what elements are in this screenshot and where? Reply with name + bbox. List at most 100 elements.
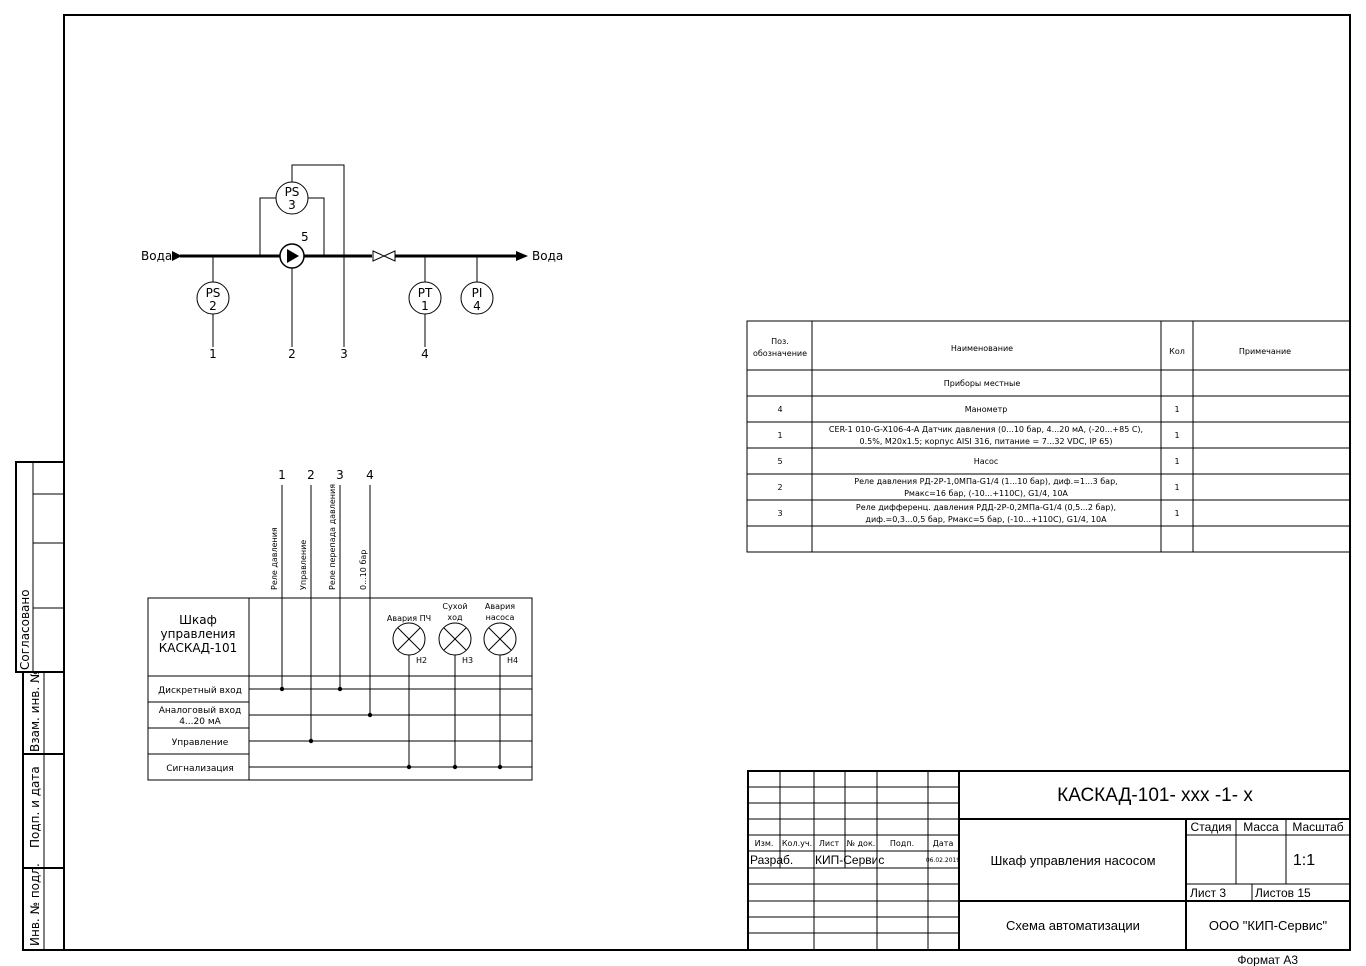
doc-type: Схема автоматизации	[1006, 918, 1140, 933]
row-name-2: 0.5%, M20x1.5; корпус AISI 316, питание …	[860, 437, 1113, 446]
junction-dot	[279, 686, 285, 692]
stage-label: Стадия	[1191, 820, 1232, 834]
developer-date: 06.02.2019	[926, 857, 961, 864]
doc-designation: КАСКАД-101- xxx -1- x	[1057, 785, 1253, 806]
section-local-instruments: Приборы местные	[944, 379, 1021, 388]
ps3-impulse-left	[259, 197, 276, 256]
title-block-border	[747, 770, 1351, 951]
bus-number-4: 4	[366, 468, 374, 482]
col-date: Дата	[933, 839, 954, 848]
signal-label-2: Управление	[299, 540, 308, 590]
instrument-pi4	[460, 281, 494, 315]
header-pos-2: обозначение	[753, 349, 807, 358]
row-name: CER-1 010-G-X106-4-A Датчик давления (0.…	[829, 425, 1143, 434]
company-name: ООО "КИП-Сервис"	[1209, 918, 1328, 933]
lamp-h4-tag: H4	[507, 656, 518, 665]
row-pos: 1	[777, 431, 782, 440]
developer-name: КИП-Сервис	[815, 853, 884, 867]
junction-dot	[337, 686, 343, 692]
line-number-3: 3	[340, 347, 348, 361]
row-qty: 1	[1174, 405, 1179, 414]
lamp-h3-label-2: ход	[447, 613, 463, 622]
junction-dot	[452, 764, 458, 770]
pi4-tag: PI	[472, 286, 483, 300]
row-pos: 3	[777, 509, 782, 518]
product-name: Шкаф управления насосом	[990, 853, 1155, 868]
inlet-label: Вода	[141, 249, 172, 263]
format-label: Формат А3	[1237, 953, 1298, 966]
sheets-total: Листов 15	[1255, 886, 1311, 900]
lamp-h4-label-1: Авария	[485, 602, 515, 611]
junction-dot	[497, 764, 503, 770]
cabinet-title-2: управления	[161, 627, 236, 641]
side-sign-date-label: Подп. и дата	[28, 766, 42, 848]
lamp-h2-label: Авария ПЧ	[387, 614, 431, 623]
line-number-1: 1	[209, 347, 217, 361]
lamp-h4-icon	[483, 622, 517, 656]
row-name: Реле давления РД-2Р-1,0МПа-G1/4 (1...10 …	[854, 477, 1117, 486]
row-name: Насос	[974, 457, 999, 466]
row-name: Манометр	[965, 405, 1008, 414]
lamp-h3-icon	[438, 622, 472, 656]
sheet-frame	[63, 14, 1351, 951]
lamp-h2-tag: H2	[416, 656, 427, 665]
side-agreed-label: Согласовано	[18, 589, 32, 670]
inlet-arrow-icon	[172, 251, 182, 261]
row-name: Реле дифференц. давления РДД-2Р-0,2МПа-G…	[856, 503, 1116, 512]
instrument-ps2	[196, 281, 230, 315]
row-qty: 1	[1174, 431, 1179, 440]
mass-label: Масса	[1243, 820, 1279, 834]
valve-right-icon	[382, 250, 396, 262]
col-doc: № док.	[847, 839, 876, 848]
col-kol: Кол.уч.	[782, 839, 812, 848]
lamp-h3-label-1: Сухой	[442, 602, 467, 611]
cabinet-title-3: КАСКАД-101	[159, 641, 237, 655]
valve-left-icon	[372, 250, 386, 262]
junction-dot	[406, 764, 412, 770]
header-qty: Кол	[1169, 347, 1185, 356]
pump-pos: 5	[301, 230, 309, 244]
header-pos-1: Поз.	[771, 337, 789, 346]
outlet-label: Вода	[532, 249, 563, 263]
col-list: Лист	[819, 839, 840, 848]
signal-label-1: Реле давления	[270, 527, 279, 590]
col-izm: Изм.	[755, 839, 774, 848]
bus-number-1: 1	[278, 468, 286, 482]
lamp-h4-label-2: насоса	[486, 613, 515, 622]
developer-label: Разраб.	[750, 853, 793, 867]
side-stamp: Согласовано Взам. инв. № Подп. и дата Ин…	[15, 461, 65, 951]
ps3-num: 3	[288, 198, 296, 212]
row-pos: 5	[777, 457, 782, 466]
header-note: Примечание	[1239, 347, 1291, 356]
lamp-h2-icon	[392, 622, 426, 656]
row-name-2: Рмакс=16 бар, (-10...+110С), G1/4, 10А	[904, 489, 1068, 498]
side-inv-exchange-label: Взам. инв. №	[28, 671, 42, 752]
bus-number-3: 3	[336, 468, 344, 482]
side-inv-orig-label: Инв. № подл.	[28, 863, 42, 946]
row-discrete-input: Дискретный вход	[158, 686, 242, 696]
cabinet-title-1: Шкаф	[179, 613, 217, 627]
spec-table-border	[746, 320, 1351, 553]
junction-dot	[367, 712, 373, 718]
bus-number-2: 2	[307, 468, 315, 482]
header-name: Наименование	[951, 344, 1013, 353]
junction-dot	[308, 738, 314, 744]
row-analog-range: 4...20 мА	[179, 717, 221, 727]
title-block: КАСКАД-101- xxx -1- x Изм. Кол.уч. Лист …	[747, 770, 1351, 951]
ps2-tag: PS	[206, 286, 221, 300]
pt1-num: 1	[421, 299, 429, 313]
pi4-num: 4	[473, 299, 481, 313]
lamp-h3-tag: H3	[462, 656, 473, 665]
flow-diagram: Вода Вода PS 3 5 PS 2 PT 1 PI 4	[141, 164, 563, 361]
row-pos: 4	[777, 405, 782, 414]
line-number-4: 4	[421, 347, 429, 361]
signal-label-4: 0...10 бар	[359, 550, 368, 590]
outlet-arrow-icon	[516, 251, 528, 261]
scale-label: Масштаб	[1292, 820, 1343, 834]
row-analog-input: Аналоговый вход	[159, 706, 242, 716]
ps3-impulse-right	[308, 197, 325, 256]
ps2-num: 2	[209, 299, 217, 313]
pump-direction-icon	[287, 249, 299, 263]
instrument-pt1	[408, 281, 442, 315]
